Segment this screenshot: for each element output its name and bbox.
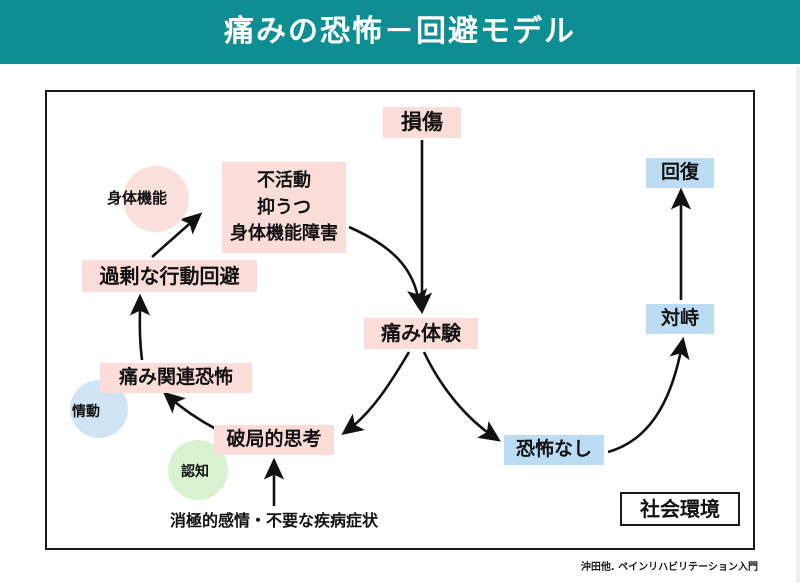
right-edge-strip xyxy=(796,0,800,583)
node-social-label: 社会環境 xyxy=(640,496,720,521)
source-citation: 沖田他. ペインリハビリテーション入門 xyxy=(580,562,758,573)
node-fear-label: 痛み関連恐怖 xyxy=(118,366,233,389)
node-excessive-avoidance: 過剰な行動回避 xyxy=(82,260,257,292)
node-disuse-line1: 不活動 xyxy=(257,169,311,191)
node-injury: 損傷 xyxy=(383,107,461,138)
physical-function-label: 身体機能 xyxy=(107,189,168,207)
node-nofear-label: 恐怖なし xyxy=(515,438,592,461)
node-avoidance-label: 過剰な行動回避 xyxy=(99,263,240,288)
node-social-environment: 社会環境 xyxy=(620,492,740,526)
node-confrontation: 対峙 xyxy=(646,304,714,334)
title-banner: 痛みの恐怖－回避モデル xyxy=(0,0,800,64)
node-disuse-depression-dysfunction: 不活動 抑うつ 身体機能障害 xyxy=(222,162,346,253)
node-disuse-line3: 身体機能障害 xyxy=(230,223,338,245)
node-negative-affect: 消極的感情・不要な疾病症状 xyxy=(152,509,396,533)
node-pain-label: 痛み体験 xyxy=(381,321,461,346)
node-catastrophic-label: 破局的思考 xyxy=(226,428,322,451)
emotion-label: 情動 xyxy=(72,404,100,420)
node-recovery-label: 回復 xyxy=(660,161,699,184)
node-recovery: 回復 xyxy=(646,158,714,188)
banner-underline-divider xyxy=(0,64,800,67)
node-confront-label: 対峙 xyxy=(660,307,699,330)
cognition-label: 認知 xyxy=(181,464,209,480)
node-catastrophic-thinking: 破局的思考 xyxy=(214,425,334,455)
node-pain-experience: 痛み体験 xyxy=(364,318,478,349)
node-disuse-line2: 抑うつ xyxy=(257,196,311,218)
node-no-fear: 恐怖なし xyxy=(504,435,604,465)
page-title: 痛みの恐怖－回避モデル xyxy=(224,14,576,49)
node-negative-label: 消極的感情・不要な疾病症状 xyxy=(169,511,378,531)
node-pain-related-fear: 痛み関連恐怖 xyxy=(100,363,252,393)
node-injury-label: 損傷 xyxy=(401,109,443,134)
